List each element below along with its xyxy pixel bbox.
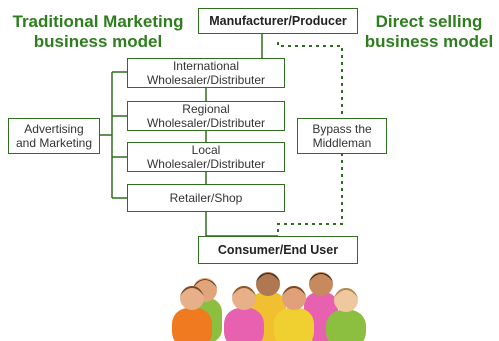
person-icon [326, 288, 366, 341]
consumer-box: Consumer/End User [198, 236, 358, 264]
bypass-box: Bypass the Middleman [297, 118, 387, 154]
direct-model-title: Direct selling business model [364, 12, 494, 51]
international-wholesaler-box: International Wholesaler/Distributer [127, 58, 285, 88]
person-icon [224, 286, 264, 341]
group-of-people-icon [172, 272, 366, 341]
local-wholesaler-box: Local Wholesaler/Distributer [127, 142, 285, 172]
person-icon [274, 286, 314, 341]
retailer-box: Retailer/Shop [127, 184, 285, 212]
person-icon [250, 272, 286, 341]
advertising-box: Advertising and Marketing [8, 118, 100, 154]
person-icon [172, 286, 212, 341]
regional-wholesaler-box: Regional Wholesaler/Distributer [127, 101, 285, 131]
manufacturer-box: Manufacturer/Producer [198, 8, 358, 34]
traditional-model-title: Traditional Marketing business model [12, 12, 184, 51]
